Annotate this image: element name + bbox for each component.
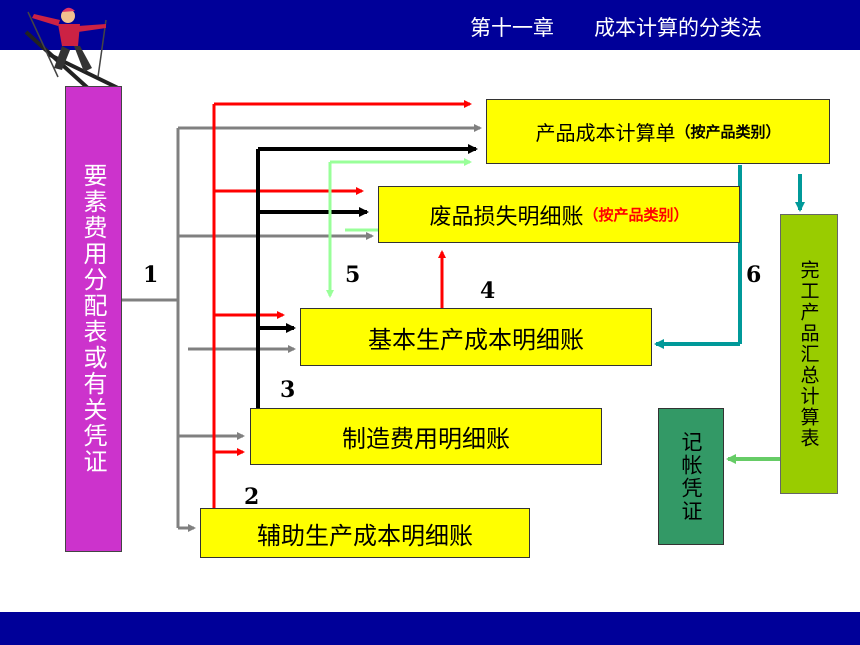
- basic-production-box: 基本生产成本明细账: [300, 308, 652, 366]
- step-4-marker: 4: [480, 278, 496, 304]
- footer-bar: [0, 612, 860, 645]
- auxiliary-production-label: 辅助生产成本明细账: [257, 521, 473, 550]
- product-cost-sheet-label: 产品成本计算单: [535, 121, 676, 145]
- source-box-label: 要素费用分配表或有关凭证: [79, 163, 107, 475]
- step-2-marker: 2: [244, 484, 260, 510]
- product-cost-sheet-box: 产品成本计算单（按产品类别）: [486, 99, 830, 164]
- header-bar: [0, 0, 860, 50]
- source-box: 要素费用分配表或有关凭证: [65, 86, 122, 552]
- scrap-loss-label: 废品损失明细账: [429, 204, 584, 230]
- scrap-loss-box: 废品损失明细账（按产品类别）: [378, 186, 740, 243]
- step-6-marker: 6: [746, 262, 762, 288]
- finished-summary-label: 完工产品汇总计算表: [797, 259, 820, 449]
- auxiliary-production-box: 辅助生产成本明细账: [200, 508, 530, 558]
- manufacturing-overhead-box: 制造费用明细账: [250, 408, 602, 465]
- manufacturing-overhead-label: 制造费用明细账: [342, 425, 510, 453]
- skier-icon: [24, 7, 119, 92]
- chapter-title: 第十一章 成本计算的分类法: [470, 16, 763, 40]
- step-1-marker: 1: [143, 262, 159, 288]
- voucher-label: 记帐凭证: [679, 430, 703, 523]
- basic-production-label: 基本生产成本明细账: [368, 325, 584, 354]
- step-5-marker: 5: [345, 262, 361, 288]
- scrap-loss-note: 按产品类别: [598, 206, 674, 224]
- step-3-marker: 3: [280, 377, 296, 403]
- finished-summary-box: 完工产品汇总计算表: [780, 214, 838, 494]
- voucher-box: 记帐凭证: [658, 408, 724, 545]
- product-cost-sheet-note: 按产品类别: [690, 123, 766, 141]
